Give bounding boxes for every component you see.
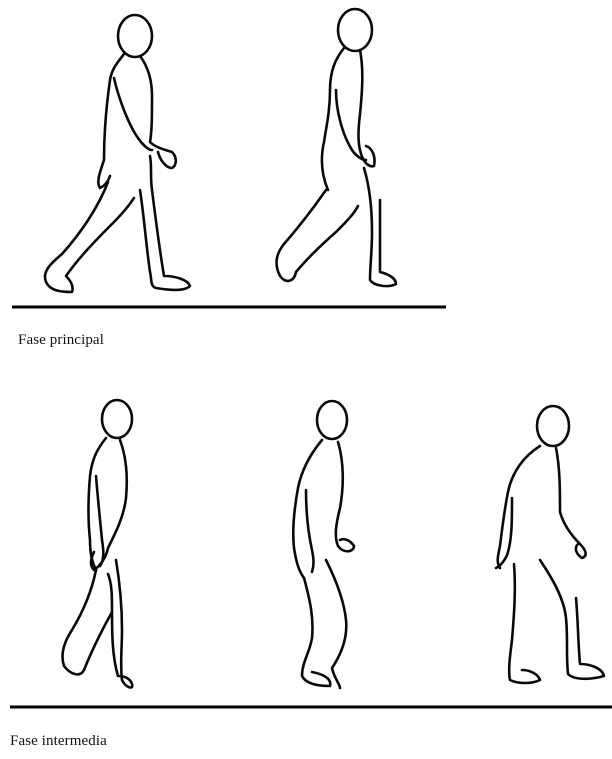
walker-figure-intermediate-3 [496, 406, 604, 683]
walker-back [498, 446, 540, 568]
walker-front-arm [359, 50, 375, 166]
walker-head [102, 400, 132, 438]
walker-rear-leg [509, 564, 540, 683]
caption-main-phase: Fase principal [18, 332, 104, 349]
walker-figure-main-2 [277, 9, 396, 286]
walker-front-leg [364, 168, 396, 286]
walker-front-arm [556, 448, 586, 558]
walker-rear-leg [277, 190, 358, 281]
walker-front-leg [540, 560, 604, 679]
walker-front-leg [326, 560, 346, 688]
walker-front-arm [140, 56, 176, 168]
walker-front-leg [108, 560, 132, 687]
walker-head [317, 401, 347, 439]
walker-front-arm [91, 440, 127, 570]
walker-figure-main-1 [45, 15, 190, 292]
walker-rear-leg [62, 570, 112, 674]
walker-head [118, 15, 152, 57]
walker-front-arm [336, 442, 354, 551]
walker-front-leg [140, 156, 190, 290]
caption-intermediate-phase: Fase intermedia [10, 733, 107, 750]
walker-rear-leg [302, 578, 330, 686]
walker-figure-intermediate-1 [62, 400, 132, 687]
walker-rear-arm [114, 78, 152, 150]
walker-back [98, 54, 124, 188]
walker-head [338, 9, 372, 51]
walker-rear-arm [96, 476, 103, 566]
walker-figure-intermediate-2 [293, 401, 354, 688]
walker-head [537, 406, 569, 446]
walker-rear-leg [45, 182, 134, 292]
walker-rear-arm [306, 490, 314, 572]
